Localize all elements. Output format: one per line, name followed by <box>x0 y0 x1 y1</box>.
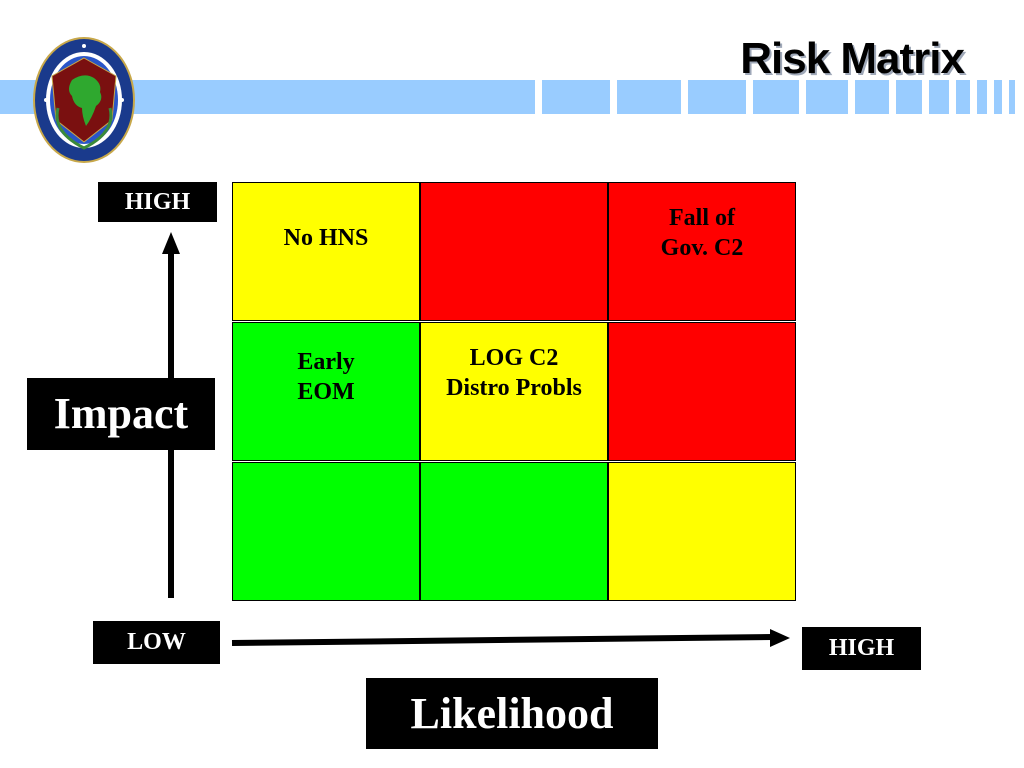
matrix-cell <box>420 182 608 321</box>
header-band-segment <box>617 80 681 114</box>
matrix-cell <box>608 462 796 601</box>
header-band-segment <box>896 80 922 114</box>
header-band-segment <box>753 80 799 114</box>
matrix-cell <box>420 462 608 601</box>
matrix-cell: No HNS <box>232 182 420 321</box>
header-band-segment <box>1009 80 1015 114</box>
page-title: Risk Matrix <box>740 34 965 83</box>
header-band-segment <box>994 80 1002 114</box>
header-band-segment <box>855 80 889 114</box>
header-band-segment <box>688 80 746 114</box>
cell-label: EOM <box>297 379 355 405</box>
impact-high-label: HIGH <box>98 182 217 222</box>
likelihood-axis-arrow <box>231 634 773 646</box>
matrix-cell <box>232 462 420 601</box>
likelihood-arrowhead-icon <box>770 629 790 647</box>
impact-axis-label: Impact <box>27 378 215 450</box>
header-band-segment <box>929 80 949 114</box>
cell-label: LOG C2 <box>469 345 559 371</box>
matrix-cell: Fall of Gov. C2 <box>608 182 796 321</box>
cell-label: Early <box>297 349 355 375</box>
likelihood-axis-label: Likelihood <box>366 678 658 749</box>
matrix-cell: Early EOM <box>232 322 420 461</box>
impact-arrowhead-icon <box>162 232 180 254</box>
header-band-segment <box>977 80 987 114</box>
likelihood-high-label: HIGH <box>802 627 921 670</box>
cell-label: Distro Probls <box>446 375 582 401</box>
header-band-segment <box>542 80 610 114</box>
africa-command-seal-icon <box>33 37 135 163</box>
low-label: LOW <box>93 621 220 664</box>
header-band-segment <box>806 80 848 114</box>
cell-label: Fall of <box>669 205 735 231</box>
cell-label: Gov. C2 <box>660 235 744 261</box>
matrix-cell <box>608 322 796 461</box>
header-band-segment <box>956 80 970 114</box>
matrix-cell: LOG C2 Distro Probls <box>420 322 608 461</box>
cell-label: No HNS <box>283 225 369 251</box>
